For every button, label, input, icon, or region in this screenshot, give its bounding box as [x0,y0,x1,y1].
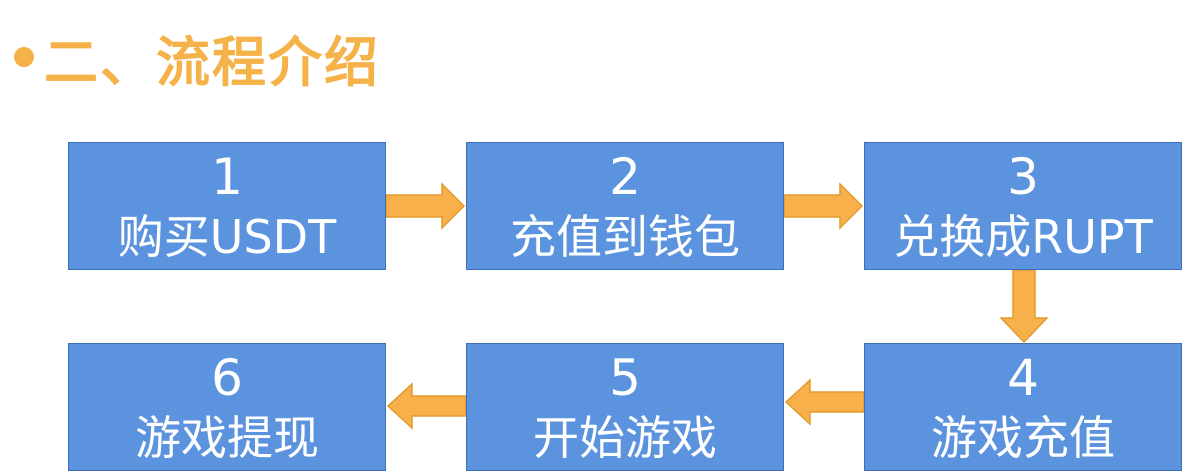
arrow-right-icon [386,182,466,230]
bullet-icon [14,47,34,67]
step-label: 游戏充值 [931,411,1115,465]
step-label: 游戏提现 [135,411,319,465]
step-box-5: 5 开始游戏 [466,343,784,471]
arrow-down-icon [999,270,1049,344]
step-number: 6 [211,349,243,407]
step-number: 2 [609,148,641,206]
step-label: 兑换成RUPT [893,210,1153,264]
step-box-1: 1 购买USDT [68,142,386,270]
step-label: 开始游戏 [533,411,717,465]
step-number: 3 [1007,148,1039,206]
step-box-3: 3 兑换成RUPT [864,142,1182,270]
step-box-4: 4 游戏充值 [864,343,1182,471]
slide-title-text: 二、流程介绍 [44,30,380,94]
arrow-left-icon [386,382,466,430]
slide-title: 二、流程介绍 [14,22,380,94]
arrow-left-icon [784,378,864,426]
step-label: 充值到钱包 [510,210,740,264]
step-number: 1 [211,148,243,206]
arrow-right-icon [784,182,864,230]
step-number: 5 [609,349,641,407]
step-box-6: 6 游戏提现 [68,343,386,471]
step-number: 4 [1007,349,1039,407]
step-label: 购买USDT [117,210,337,264]
step-box-2: 2 充值到钱包 [466,142,784,270]
